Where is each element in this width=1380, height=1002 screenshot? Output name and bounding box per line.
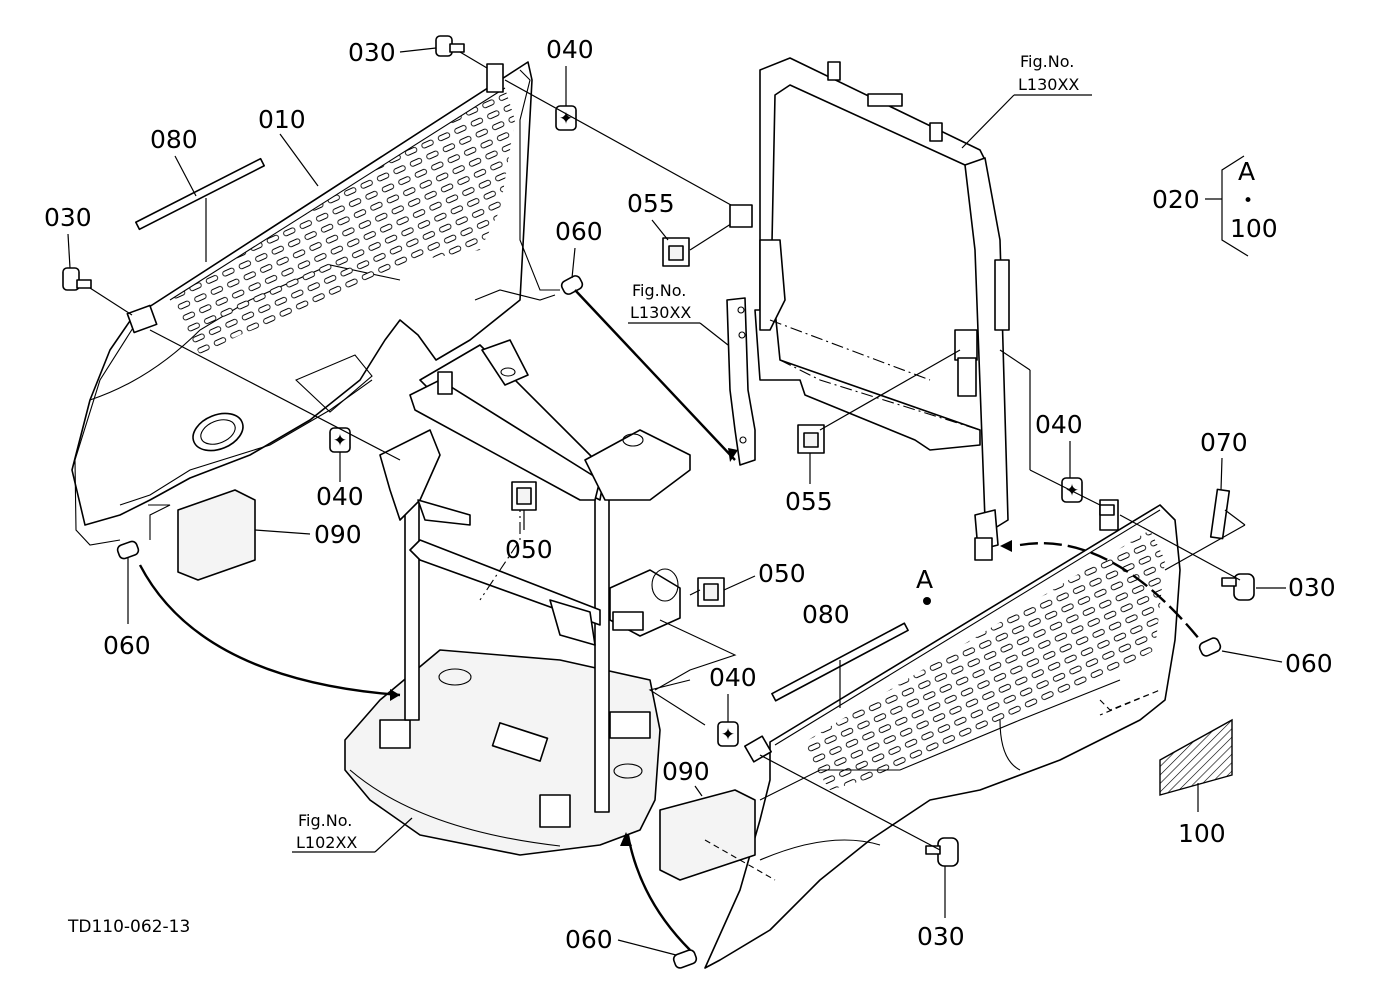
- label-020-100: 100: [1230, 214, 1278, 243]
- drawing-id: TD110-062-13: [67, 917, 190, 937]
- knob-030-right: [1221, 573, 1255, 601]
- left-side-cover: [71, 61, 560, 546]
- label-020-a: A: [1238, 157, 1255, 186]
- label-030-left: 030: [44, 203, 92, 232]
- label-060-right: 060: [1285, 649, 1333, 678]
- label-090-left: 090: [314, 520, 362, 549]
- label-080-top: 080: [150, 125, 198, 154]
- label-100: [1159, 718, 1233, 796]
- label-fig-code-mid: L130XX: [630, 303, 691, 322]
- plate-040-left: ✦: [329, 427, 351, 453]
- label-090-right: 090: [662, 757, 710, 786]
- label-100: 100: [1178, 819, 1226, 848]
- pad-090-left: [177, 489, 256, 581]
- label-030-right: 030: [1288, 573, 1336, 602]
- label-070: 070: [1200, 428, 1248, 457]
- label-080-right: 080: [802, 600, 850, 629]
- label-fig-no-top: Fig.No.: [1020, 52, 1074, 71]
- rear-frame: [726, 57, 1010, 561]
- svg-text:✦: ✦: [721, 725, 735, 745]
- label-050-right: 050: [758, 559, 806, 588]
- clip-055-top: [662, 237, 690, 267]
- clip-050-right: [697, 577, 725, 607]
- plate-040-right: ✦: [1061, 477, 1083, 503]
- label-060-bottom: 060: [565, 925, 613, 954]
- label-020-dot: •: [1243, 191, 1253, 211]
- label-050-left: 050: [505, 535, 553, 564]
- label-020: 020: [1152, 185, 1200, 214]
- label-mark-a: A: [916, 565, 933, 594]
- label-040-right: 040: [1035, 410, 1083, 439]
- plate-040-bottom: ✦: [717, 721, 739, 747]
- clip-055-bottom: [797, 424, 825, 454]
- bushing-060-bottom: [672, 949, 698, 969]
- part-labels: 030 040 010 080 030 055 060 Fig.No. L130…: [44, 35, 1336, 956]
- knob-030-top: [435, 35, 465, 57]
- label-060-top: 060: [555, 217, 603, 246]
- label-030-bottom: 030: [917, 922, 965, 951]
- assembly-lines: [89, 51, 1246, 951]
- label-fig-code-bottom: L102XX: [296, 833, 357, 852]
- plate-040-top: ✦: [555, 105, 577, 131]
- bushing-060-left: [116, 540, 140, 560]
- knob-030-left: [62, 267, 92, 291]
- clip-050-left: [511, 481, 537, 511]
- label-055-top: 055: [627, 189, 675, 218]
- center-frame: [344, 339, 737, 856]
- label-fig-code-top: L130XX: [1018, 75, 1079, 94]
- svg-text:✦: ✦: [333, 431, 347, 451]
- label-030-top: 030: [348, 38, 396, 67]
- label-040-bottom: 040: [709, 663, 757, 692]
- part-070: [1209, 488, 1231, 540]
- svg-text:✦: ✦: [559, 109, 573, 129]
- label-060-left: 060: [103, 631, 151, 660]
- label-fig-no-mid: Fig.No.: [632, 281, 686, 300]
- label-040-left: 040: [316, 482, 364, 511]
- knob-030-bottom: [925, 837, 959, 867]
- strip-080-left: [135, 157, 265, 231]
- pad-090-right: [659, 789, 756, 881]
- label-040-top: 040: [546, 35, 594, 64]
- label-055-bottom: 055: [785, 487, 833, 516]
- bushing-060-right: [1198, 637, 1222, 657]
- label-fig-no-bottom: Fig.No.: [298, 811, 352, 830]
- right-side-cover: [704, 499, 1181, 969]
- label-010: 010: [258, 105, 306, 134]
